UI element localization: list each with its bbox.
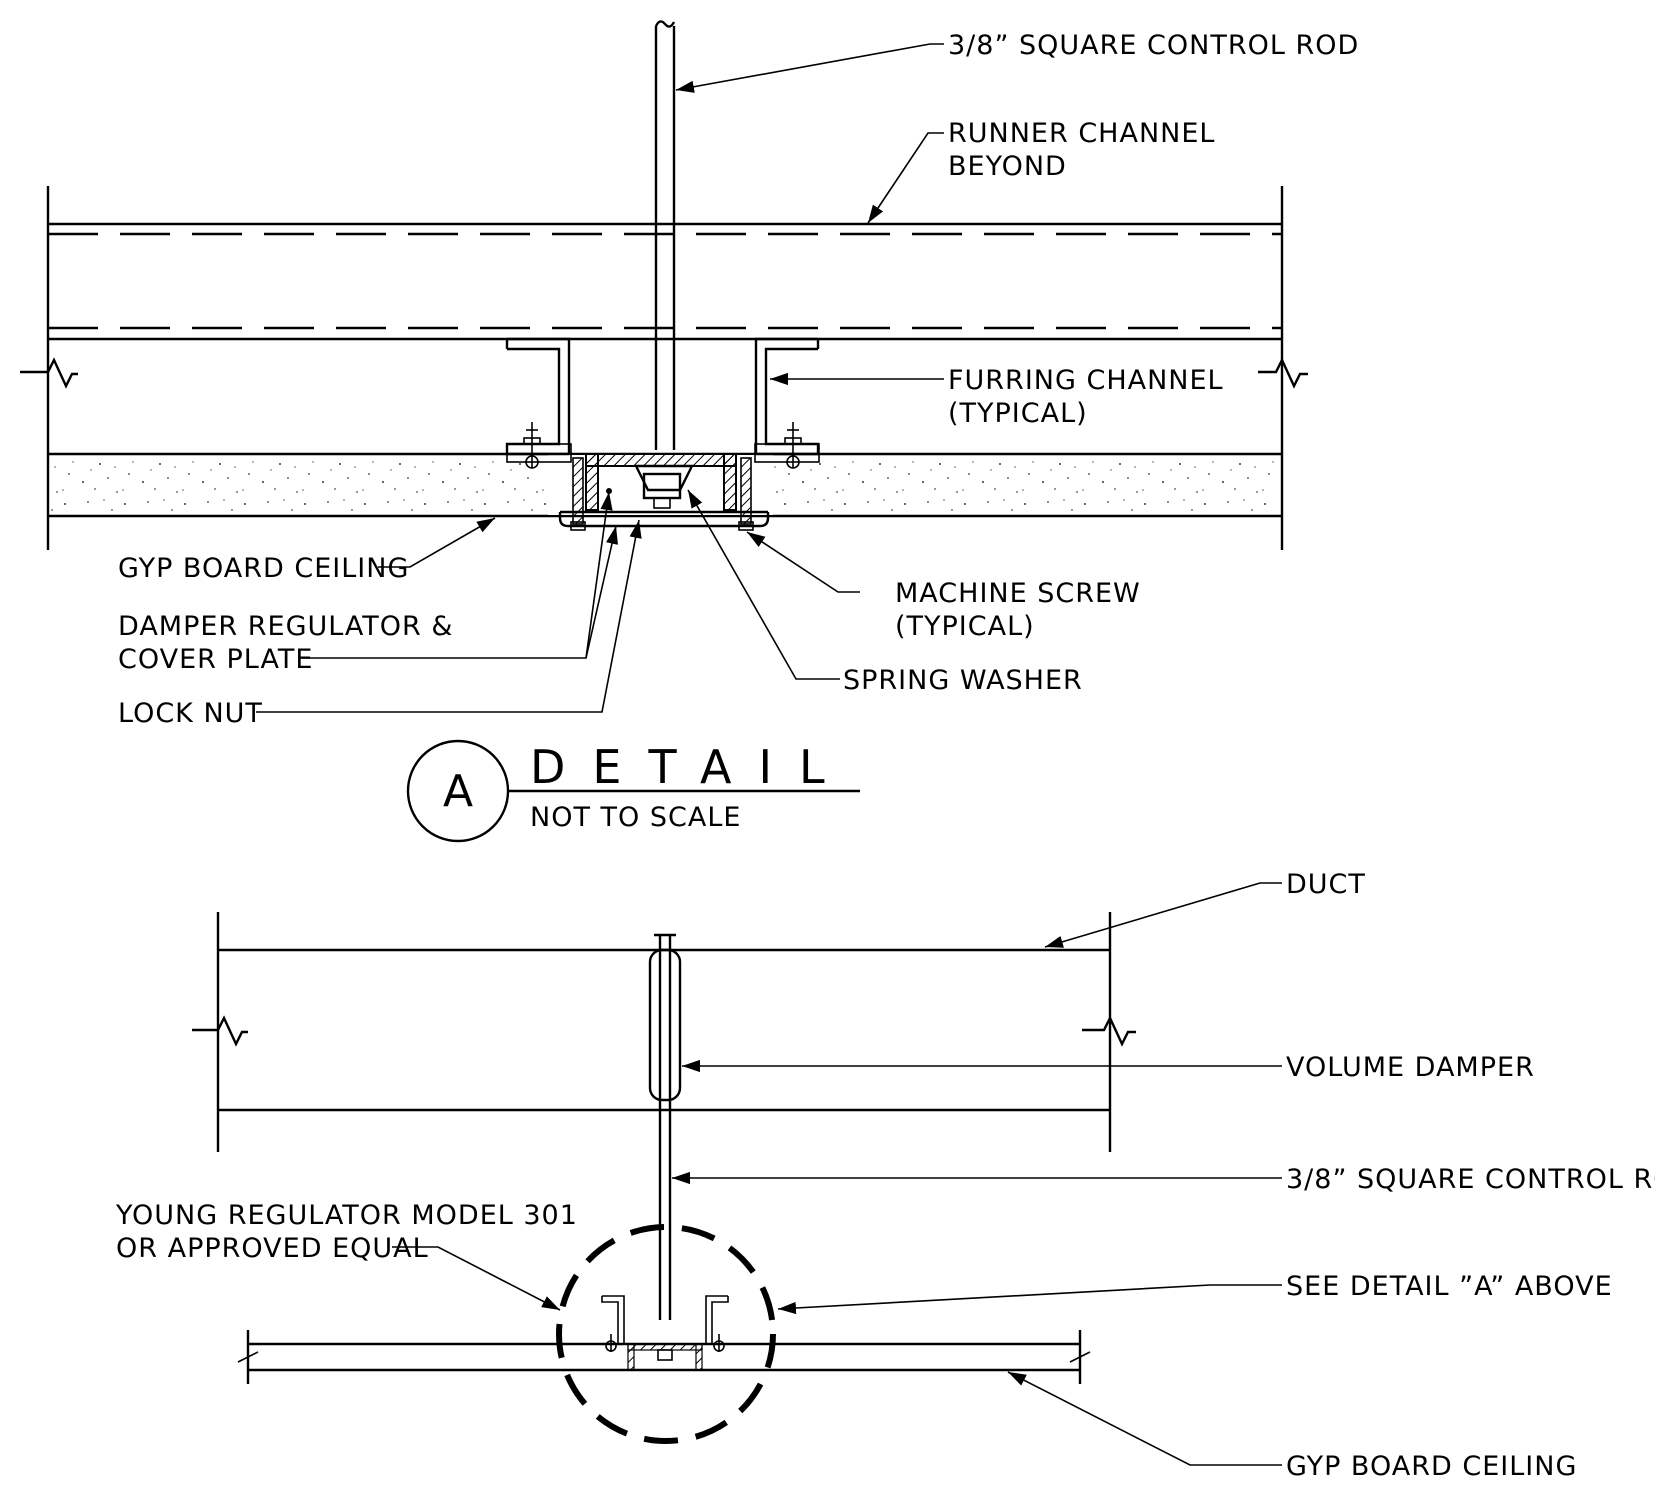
label-runner-channel-2: BEYOND [948,151,1067,182]
label-furring-channel-1: FURRING CHANNEL [948,365,1224,396]
duct [192,912,1136,1152]
flange-bolt-right [784,422,802,469]
label-regulator-1: YOUNG REGULATOR MODEL 301 [115,1200,578,1231]
label-damper-regulator-1: DAMPER REGULATOR & [118,611,453,642]
label-volume-damper: VOLUME DAMPER [1286,1052,1535,1083]
label-damper-regulator-2: COVER PLATE [118,644,313,675]
cover-plate [558,512,770,528]
label-gyp-board-elevation: GYP BOARD CEILING [1286,1451,1577,1482]
detail-a-section: 3/8” SQUARE CONTROL ROD RUNNER CHANNEL B… [20,20,1359,843]
lock-nut [642,472,682,509]
label-spring-washer: SPRING WASHER [843,665,1083,696]
label-control-rod-elevation: 3/8” SQUARE CONTROL ROD [1286,1164,1655,1195]
runner-channel [48,222,1282,341]
gyp-board-ceiling [237,1330,1091,1384]
control-rod [654,20,676,450]
damper-regulator [585,453,737,511]
control-rod-elevation [654,933,676,1320]
label-regulator-2: OR APPROVED EQUAL [116,1233,429,1264]
volume-damper [648,948,682,1102]
flange-bolt-left [523,422,541,469]
label-see-detail: SEE DETAIL ”A” ABOVE [1286,1271,1613,1302]
right-break-symbol [1258,357,1308,389]
detail-callout-circle [556,1224,776,1444]
elevation-section: DUCT VOLUME DAMPER 3/8” SQUARE CONTROL R… [115,869,1655,1482]
left-break-symbol [20,357,78,389]
machine-screw-right [738,457,754,531]
label-duct: DUCT [1286,869,1366,900]
detail-bubble-letter: A [443,766,473,817]
detail-title-block: A DETAIL NOT TO SCALE [406,739,860,843]
label-runner-channel-1: RUNNER CHANNEL [948,118,1215,149]
detail-scale-note: NOT TO SCALE [530,802,741,833]
label-machine-screw-2: (TYPICAL) [895,611,1035,642]
leaders-elevation [392,882,1282,1466]
leaders-detail-a [256,43,944,713]
label-gyp-board: GYP BOARD CEILING [118,553,409,584]
label-control-rod: 3/8” SQUARE CONTROL ROD [948,30,1359,61]
regulator-assembly-small [601,1295,729,1371]
label-machine-screw-1: MACHINE SCREW [895,578,1141,609]
machine-screw-left [570,457,586,531]
detail-title: DETAIL [530,740,852,794]
label-furring-channel-2: (TYPICAL) [948,398,1088,429]
label-lock-nut: LOCK NUT [118,698,263,729]
